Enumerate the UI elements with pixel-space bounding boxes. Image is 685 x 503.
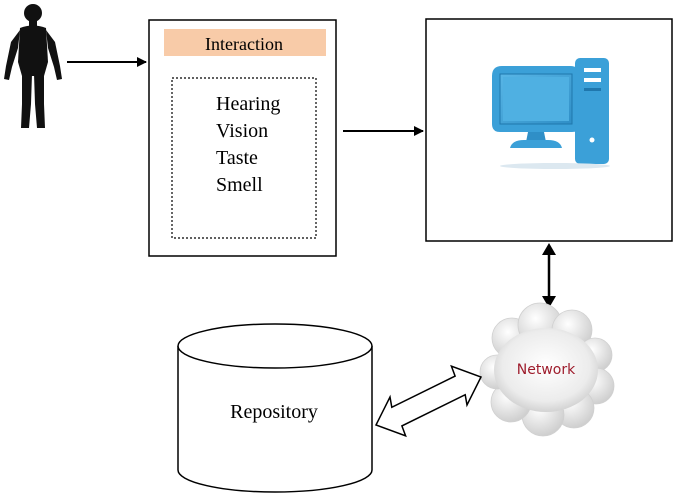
sense-smell: Smell (216, 174, 263, 196)
interaction-title: Interaction (205, 34, 283, 54)
interaction-header (164, 29, 326, 56)
senses-box (171, 77, 317, 239)
network-cloud-icon: Network (479, 302, 615, 437)
arrow-computer-network (542, 243, 556, 308)
computer-box (425, 18, 673, 242)
interaction-box: Interaction Hearing Vision Taste Smell (148, 19, 337, 257)
repository-cylinder-icon: Repository (177, 323, 373, 493)
repository-label: Repository (230, 401, 318, 423)
sense-vision: Vision (216, 120, 268, 142)
user-silhouette-icon (4, 4, 62, 128)
arrow-repository-network (374, 364, 483, 438)
sense-hearing: Hearing (216, 93, 280, 115)
sense-taste: Taste (216, 147, 258, 169)
network-label: Network (517, 362, 576, 378)
desktop-computer-icon (492, 58, 610, 169)
